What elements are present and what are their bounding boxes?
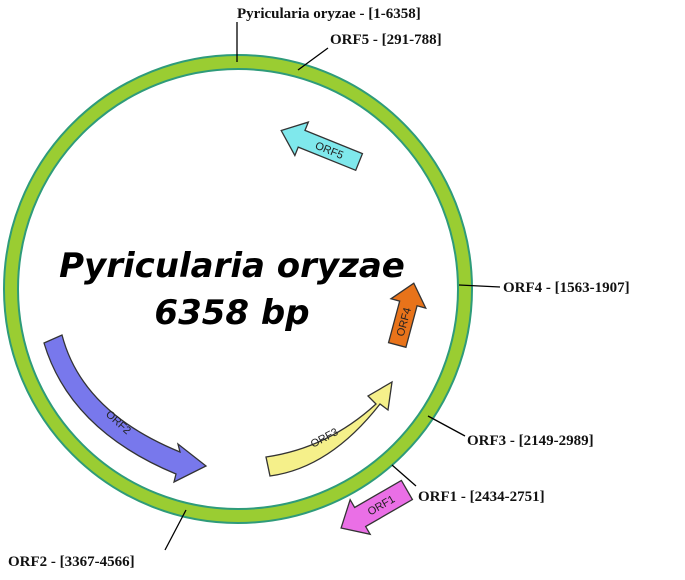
- plasmid-ring: [3, 54, 473, 524]
- orf3-label: ORF3 - [2149-2989]: [467, 433, 594, 449]
- orf2-arrow: ORF2: [43, 334, 208, 484]
- orf1-label: ORF1 - [2434-2751]: [418, 489, 545, 505]
- orf5-arrow: ORF5: [280, 121, 364, 172]
- orf5-label: ORF5 - [291-788]: [330, 32, 442, 48]
- plasmid-size: 6358 bp: [154, 293, 309, 333]
- orf2-label: ORF2 - [3367-4566]: [8, 554, 135, 570]
- leader-line-orf2: [164, 509, 187, 551]
- leader-line-orf3: [427, 415, 466, 437]
- leader-line-orf4: [458, 284, 501, 288]
- leader-lines: [164, 22, 501, 551]
- orf4-label: ORF4 - [1563-1907]: [503, 280, 630, 296]
- leader-line-orf5: [297, 47, 329, 71]
- leader-line-orf1: [391, 464, 417, 487]
- orf4-arrow: ORF4: [387, 282, 427, 349]
- plasmid-name: Pyricularia oryzae: [59, 246, 405, 286]
- plasmid-range-label: Pyricularia oryzae - [1-6358]: [237, 6, 421, 22]
